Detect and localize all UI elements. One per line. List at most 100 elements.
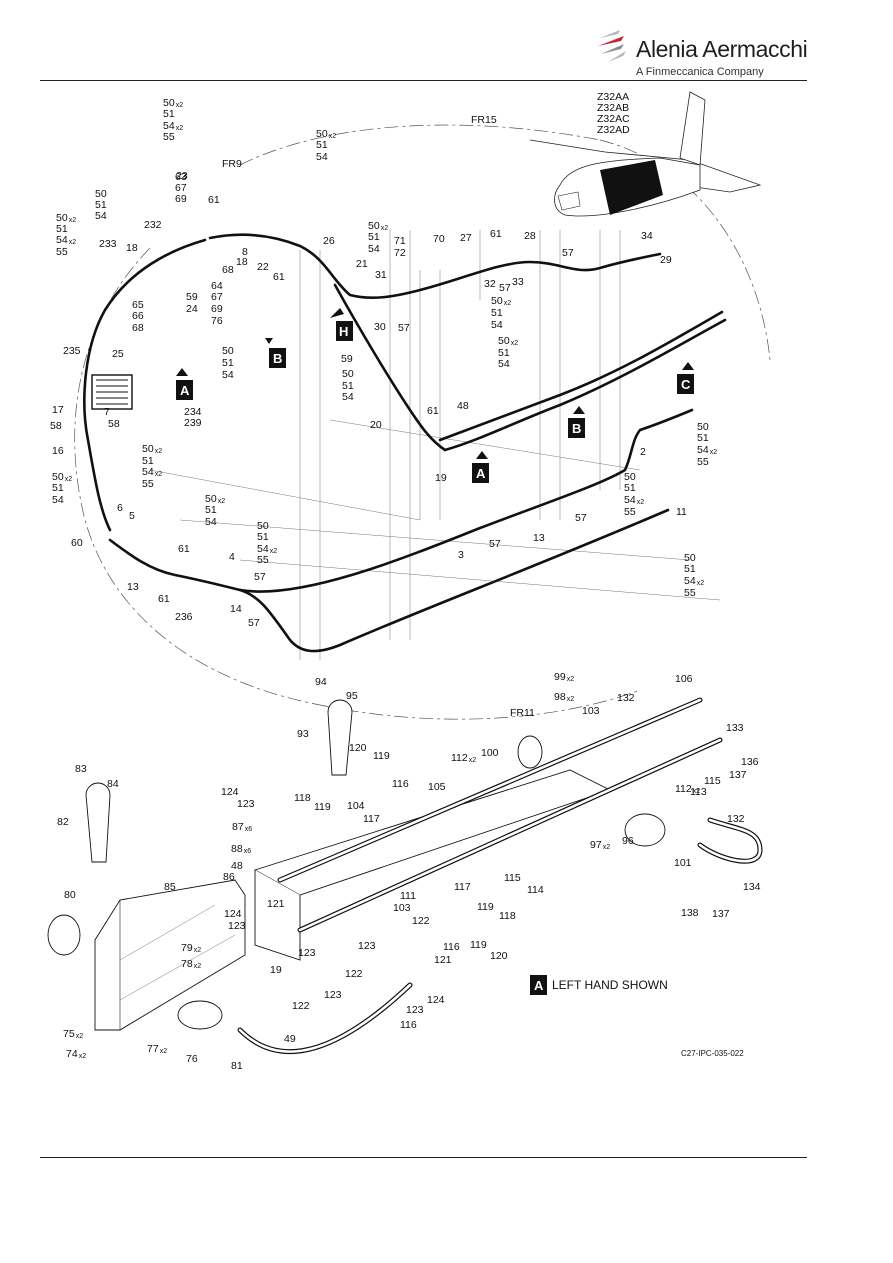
part-callout: 115 xyxy=(504,872,521,884)
part-callout: 111 xyxy=(400,890,416,902)
part-callout: 54x2 xyxy=(56,234,76,246)
part-callout: 117 xyxy=(454,881,471,893)
part-callout: 232 xyxy=(144,219,162,231)
part-callout: 13 xyxy=(127,581,139,593)
part-callout: 61 xyxy=(208,194,220,206)
part-callout: 57 xyxy=(575,512,587,524)
part-callout: 119 xyxy=(314,801,331,813)
part-callout: 55 xyxy=(163,131,175,143)
part-callout: 69 xyxy=(211,303,223,315)
view-label-b-2: B xyxy=(568,418,585,438)
part-callout: 120 xyxy=(490,950,508,962)
callout-quantity: x2 xyxy=(194,947,202,954)
part-callout: 55 xyxy=(624,506,636,518)
part-callout: 31 xyxy=(375,269,387,281)
part-callout: 16 xyxy=(52,445,64,457)
part-callout: 55 xyxy=(684,587,696,599)
view-label-b-1: B xyxy=(269,348,286,368)
part-callout: 18 xyxy=(126,242,138,254)
callout-quantity: x6 xyxy=(245,826,253,833)
part-callout: 101 xyxy=(674,857,692,869)
part-callout: 13 xyxy=(533,532,545,544)
part-callout: 103 xyxy=(582,705,600,717)
callout-quantity: x2 xyxy=(194,963,202,970)
part-callout: 50 xyxy=(222,345,234,357)
part-callout: 132 xyxy=(727,813,745,825)
svg-text:C: C xyxy=(681,377,691,392)
part-callout: 51 xyxy=(624,482,636,494)
part-callout: 103 xyxy=(393,902,411,914)
view-label-a-1: A xyxy=(176,380,193,400)
svg-text:H: H xyxy=(339,324,348,339)
part-callout: 59 xyxy=(341,353,353,365)
part-callout: 121 xyxy=(267,898,285,910)
callout-quantity: x2 xyxy=(710,449,718,456)
part-callout: 66 xyxy=(132,310,144,322)
callout-quantity: x2 xyxy=(693,788,701,795)
note-box-label: A xyxy=(530,975,547,995)
part-callout: 67 xyxy=(211,291,223,303)
logo-subtitle: A Finmeccanica Company xyxy=(636,66,764,78)
part-callout: 50 xyxy=(624,471,636,483)
part-callout: 50 xyxy=(697,421,709,433)
part-callout: 51 xyxy=(56,223,68,235)
part-callout: 104 xyxy=(347,800,365,812)
part-callout: 124 xyxy=(224,908,242,920)
callout-quantity: x2 xyxy=(270,548,278,555)
part-callout: 116 xyxy=(400,1019,417,1031)
part-callout: 75x2 xyxy=(63,1028,83,1040)
part-callout: 30 xyxy=(374,321,386,333)
part-callout: 54x2 xyxy=(697,444,717,456)
part-callout: 68 xyxy=(222,264,234,276)
svg-text:B: B xyxy=(273,351,282,366)
part-callout: 118 xyxy=(499,910,516,922)
part-callout: 57 xyxy=(562,247,574,259)
part-callout: FR9 xyxy=(222,158,242,170)
part-callout: 123 xyxy=(406,1004,424,1016)
part-callout: 26 xyxy=(323,235,335,247)
part-callout: 50 xyxy=(342,368,354,380)
part-callout: 70 xyxy=(433,233,445,245)
part-callout: 55 xyxy=(56,246,68,258)
part-callout: 22 xyxy=(257,261,269,273)
part-callout: 80 xyxy=(64,889,76,901)
svg-text:B: B xyxy=(572,421,581,436)
part-callout: 116 xyxy=(392,778,409,790)
left-hand-note: LEFT HAND SHOWN xyxy=(552,978,668,992)
svg-text:A: A xyxy=(476,466,486,481)
aircraft-code: Z32AB xyxy=(597,102,629,114)
part-callout: 124 xyxy=(427,994,445,1006)
callout-quantity: x2 xyxy=(155,448,163,455)
part-callout: 59 xyxy=(186,291,198,303)
part-callout: 57 xyxy=(248,617,260,629)
part-callout: 236 xyxy=(175,611,193,623)
filter-icon xyxy=(624,813,666,847)
part-callout: 114 xyxy=(527,884,544,896)
part-callout: 137 xyxy=(712,908,730,920)
part-callout: 54 xyxy=(222,369,234,381)
part-callout: 61 xyxy=(490,228,502,240)
callout-quantity: x2 xyxy=(381,225,389,232)
part-callout: 99x2 xyxy=(554,671,574,683)
clamp-icon xyxy=(327,699,353,776)
callout-quantity: x2 xyxy=(567,696,575,703)
part-callout: 122 xyxy=(345,968,363,980)
callout-quantity: x2 xyxy=(65,476,73,483)
part-callout: 33 xyxy=(512,276,524,288)
aircraft-locator xyxy=(529,91,762,217)
part-callout: 48 xyxy=(231,860,243,872)
part-callout: 51 xyxy=(368,231,380,243)
part-callout: FR11 xyxy=(510,707,535,719)
part-callout: 54 xyxy=(491,319,503,331)
part-callout: 86 xyxy=(223,871,235,883)
part-callout: 93 xyxy=(297,728,309,740)
footer-rule xyxy=(40,1157,807,1158)
fuselage-outline xyxy=(74,124,771,720)
part-callout: 124 xyxy=(221,786,239,798)
part-callout: 54 xyxy=(368,243,380,255)
part-callout: 57 xyxy=(254,571,266,583)
part-callout: 233 xyxy=(99,238,117,250)
part-callout: 106 xyxy=(675,673,693,685)
part-callout: 112x2 xyxy=(451,752,476,764)
part-callout: 123 xyxy=(358,940,376,952)
